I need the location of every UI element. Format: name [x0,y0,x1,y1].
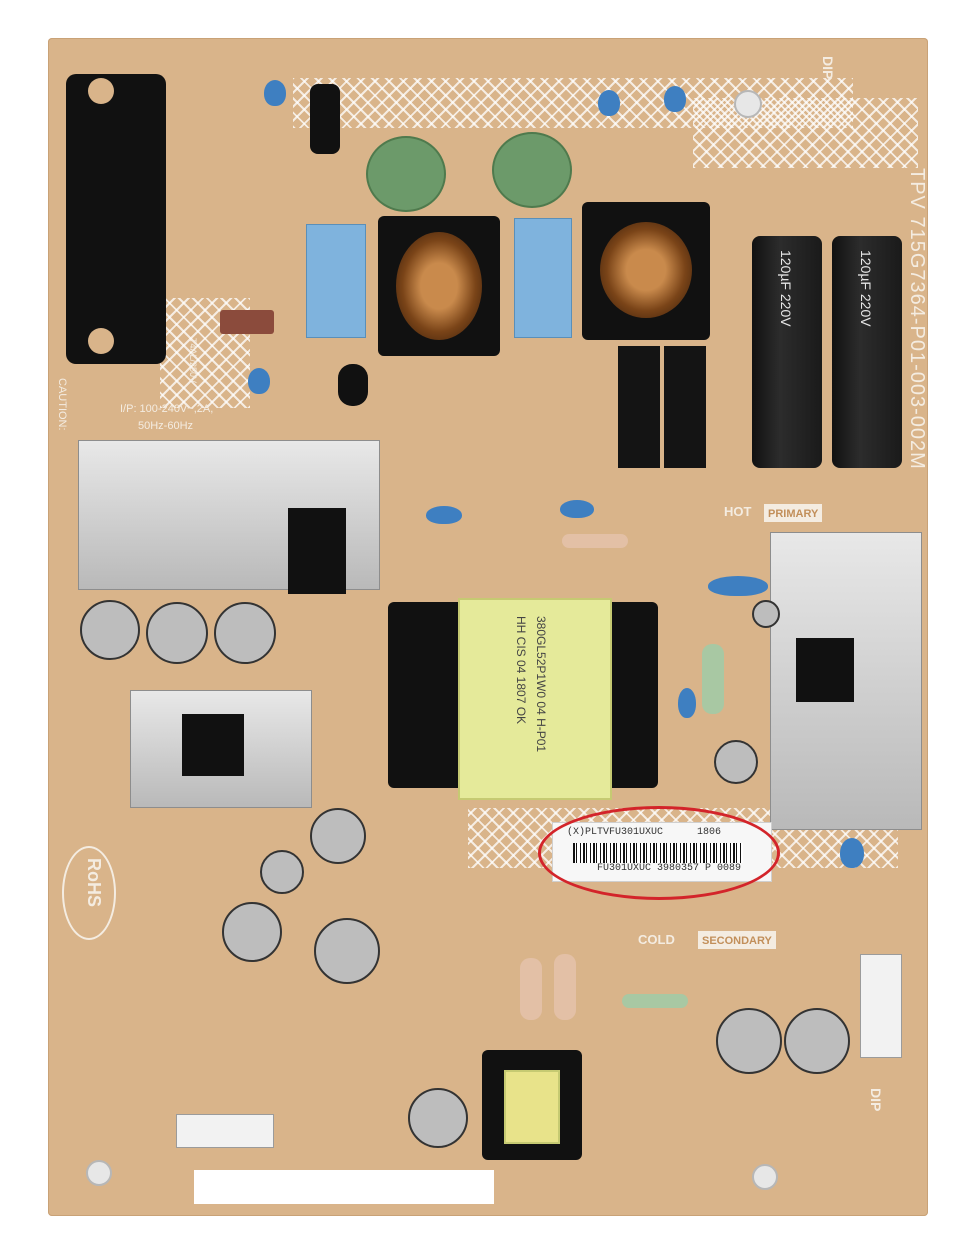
mounting-hole [752,1164,778,1190]
fuse-label: T4AL/250V [188,338,198,384]
mounting-hole [734,90,762,118]
input-rating-line1: I/P: 100-240V~,2A, [120,403,214,415]
ac-inlet-hole-bottom [88,328,114,354]
model-code: TPV 715G7364-P01-003-002M [906,168,928,470]
rohs-label: RoHS [84,858,104,907]
input-rating-line2: 50Hz-60Hz [138,420,194,432]
caution-label: CAUTION: [56,378,68,431]
primary-label: PRIMARY [768,508,819,520]
choke-winding [600,222,692,318]
y-capacitor [426,506,462,524]
bulk-capacitor [832,236,902,468]
cold-label: COLD [638,932,675,947]
ntc-thermistor [492,132,572,208]
choke-winding [396,232,482,340]
mosfet [796,638,854,702]
electrolytic-capacitor [314,918,380,984]
x-capacitor [306,224,366,338]
bridge-rectifier [664,346,706,468]
bottom-blank-strip [194,1170,494,1204]
resistor [622,994,688,1008]
bridge-rectifier [618,346,660,468]
hot-label: HOT [724,504,752,519]
resistor [554,954,576,1020]
secondary-label-box: SECONDARY [698,931,776,949]
connector-right [860,954,902,1058]
bulk-cap-marking: 120µF 220V [778,250,794,327]
dip-label-bottom: DIP [868,1088,884,1112]
resistor [562,534,628,548]
electrolytic-capacitor [784,1008,850,1074]
electrolytic-capacitor [222,902,282,962]
y-capacitor [664,86,686,112]
black-inductor [338,364,368,406]
y-capacitor [264,80,286,106]
black-inductor [310,84,340,154]
electrolytic-capacitor [752,600,780,628]
mounting-hole [86,1160,112,1186]
transformer-line1: 380GL52P1W0 04 H-P01 [534,616,548,753]
y-capacitor [598,90,620,116]
bulk-capacitor [752,236,822,468]
transformer-line2: HH CIS 04 1807 OK [514,616,528,725]
secondary-label: SECONDARY [702,935,772,947]
ac-inlet-hole-top [88,78,114,104]
y-capacitor [840,838,864,868]
standby-transformer-core [504,1070,560,1144]
rectifier-diode [182,714,244,776]
rohs-logo [62,846,116,940]
dip-label-top: DIP [820,56,836,80]
fuse-component [220,310,274,334]
electrolytic-capacitor [260,850,304,894]
bulk-cap-marking: 120µF 220V [858,250,874,327]
y-capacitor [560,500,594,518]
y-capacitor [248,368,270,394]
resistor [520,958,542,1020]
electrolytic-capacitor [214,602,276,664]
y-capacitor [708,576,768,596]
ac-inlet-connector [66,74,166,364]
electrolytic-capacitor [146,602,208,664]
x-capacitor [514,218,572,338]
hatch-right-top [693,98,918,168]
electrolytic-capacitor [716,1008,782,1074]
ntc-thermistor [366,136,446,212]
y-capacitor [678,688,696,718]
highlight-ellipse [538,806,780,900]
electrolytic-capacitor [714,740,758,784]
electrolytic-capacitor [310,808,366,864]
primary-label-box: PRIMARY [764,504,823,522]
resistor [702,644,724,714]
mosfet [288,508,346,594]
main-transformer [458,598,612,800]
pcb-board: CAUTION: I/P: 100-240V~,2A, 50Hz-60Hz T4… [48,38,928,1216]
connector-bottom [176,1114,274,1148]
electrolytic-capacitor [80,600,140,660]
electrolytic-capacitor [408,1088,468,1148]
